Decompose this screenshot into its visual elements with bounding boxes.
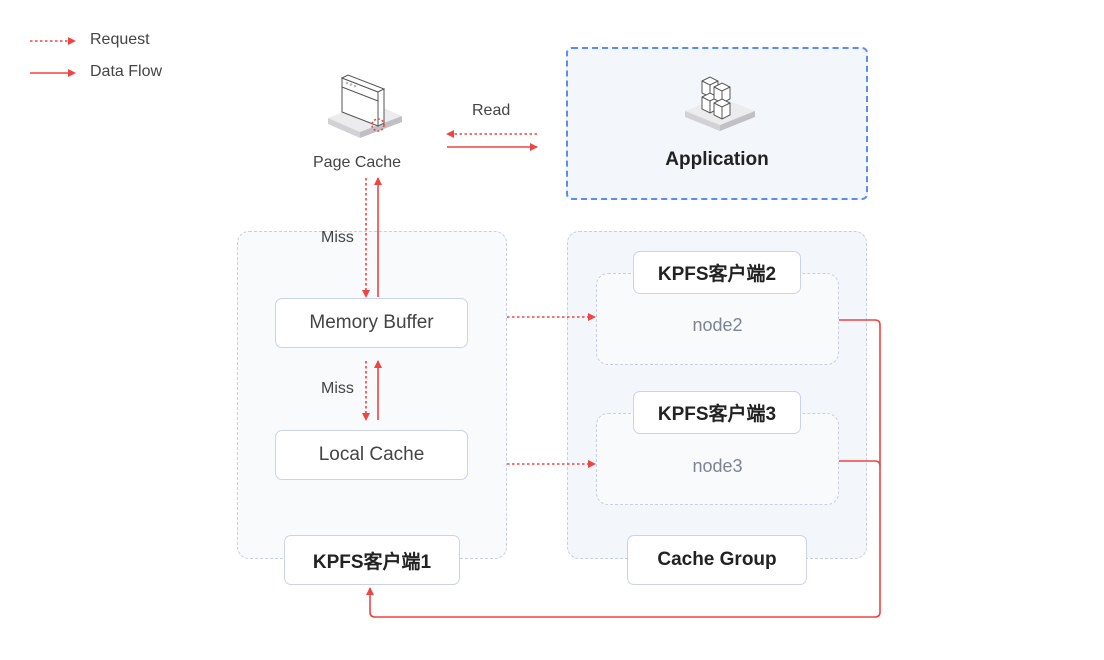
cubes-icon [685,76,755,131]
legend-request-label: Request [90,31,150,48]
legend-dataflow-arrow-icon [30,69,76,77]
legend-dataflow-label: Data Flow [90,63,163,80]
application-node[interactable]: Application [566,47,868,200]
read-edge-label: Read [472,102,511,119]
legend-request-arrow-icon [30,37,76,45]
page-cache-label: Page Cache [313,154,402,171]
cache-group-label-box[interactable]: Cache Group [627,535,807,585]
node3-label: node3 [692,456,743,476]
browser-window-icon [328,74,402,138]
local-cache-node[interactable]: Local Cache [275,430,468,480]
memory-buffer-node[interactable]: Memory Buffer [275,298,468,348]
miss-label-2: Miss [321,380,354,397]
miss-label-1: Miss [321,229,354,246]
client2-label-box[interactable]: KPFS客户端2 [633,251,801,294]
node3-return-flow [839,460,881,467]
application-label: Application [665,149,769,170]
client1-label-box[interactable]: KPFS客户端1 [284,535,460,585]
page-cache-node[interactable] [320,70,410,140]
node2-return-flow [366,319,881,618]
node2-label: node2 [692,315,743,335]
client3-label-box[interactable]: KPFS客户端3 [633,391,801,434]
client1-group [237,231,507,559]
